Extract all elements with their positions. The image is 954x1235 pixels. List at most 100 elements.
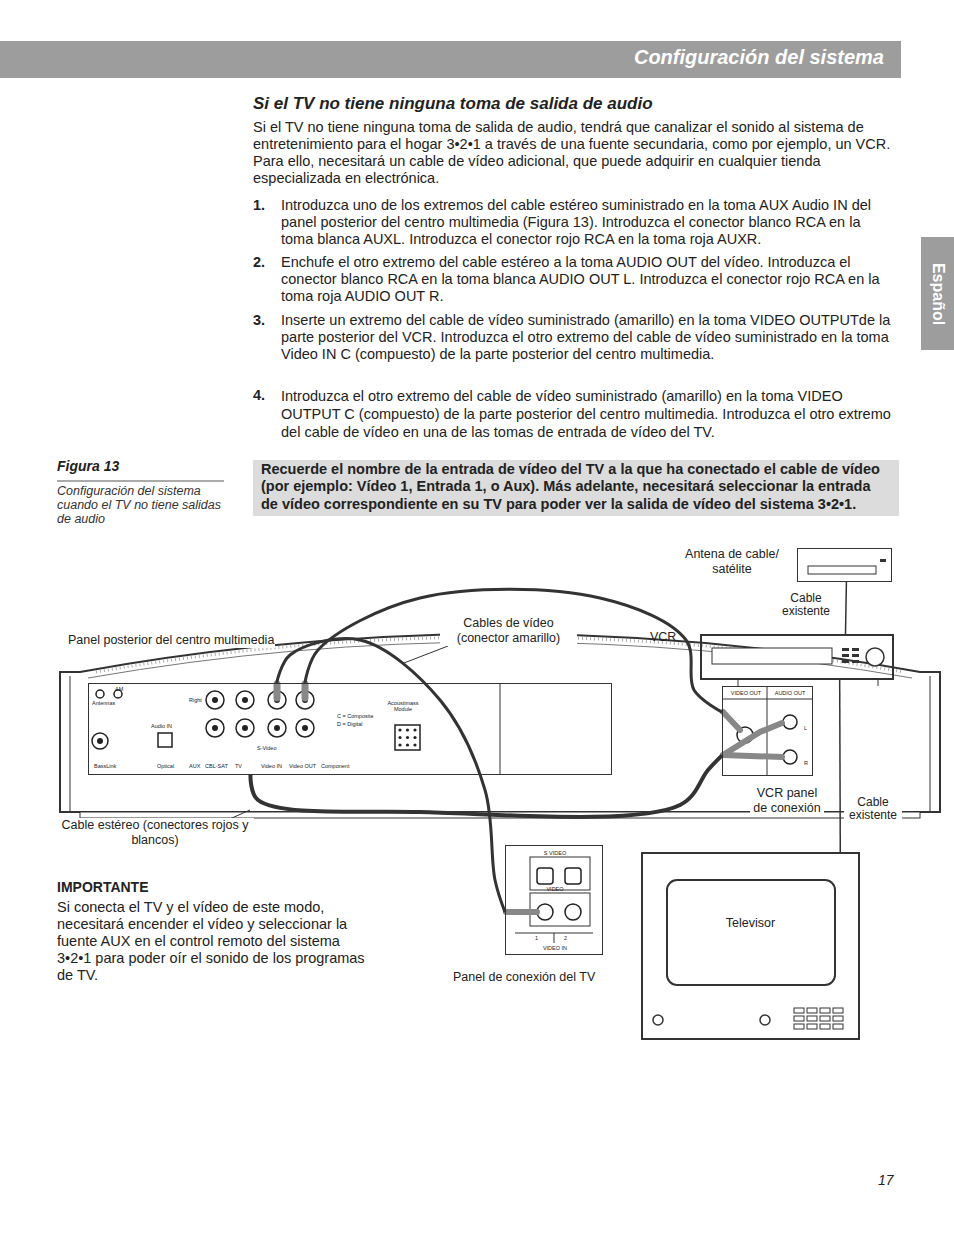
drawing-stroke [395,725,420,750]
tv-buttons [794,1008,843,1029]
cable-connector [839,680,841,852]
connector-pins [398,728,416,746]
text-label: Enchufe el otro extremo del cable estére… [281,254,895,305]
drawing-stroke [852,648,859,651]
drawing-stroke [783,715,797,729]
drawing-stroke [236,691,254,709]
drawing-stroke [723,723,782,755]
drawing-stroke [242,725,248,731]
drawing-stroke [406,743,409,746]
drawing-stroke [158,733,172,747]
drawing-stroke [723,712,740,730]
text-label: 1. [253,197,265,214]
note-band: Recuerde el nombre de la entrada de víde… [253,460,899,516]
node-text: 1 [535,936,538,942]
edge-label: Cable existente [844,796,902,822]
node-text: Video OUT [289,764,316,770]
text-label: Panel posterior del centro multimedia [67,633,275,648]
text-label: Si conecta el TV y el vídeo de este modo… [57,899,377,984]
drawing-stroke [842,660,849,663]
drawing-stroke [296,719,314,737]
node-text: Antena de cable/ satélite [674,547,790,577]
drawing-stroke [820,1016,830,1021]
antenna-led [880,559,886,562]
drawing-stroke [794,1016,804,1021]
drawing-stroke [807,1008,817,1013]
drawing-stroke [206,691,224,709]
cable-connector [305,589,722,712]
cable-connector [250,755,722,817]
node-text: S-Video [257,746,276,752]
node-text: CBL-SAT [205,764,228,770]
node-text: VIDEO OUT [725,691,767,697]
tv-screen [667,880,835,985]
drawing-stroke [723,755,782,757]
node-text: D = Digital [337,722,363,728]
text-label: IMPORTANTE [57,879,149,896]
caption-rule [57,481,224,482]
page-title: Configuración del sistema [0,46,884,69]
panel-divider [554,933,555,943]
node-text: S VIDEO [530,851,580,857]
drawing-stroke [565,904,581,920]
drawing-stroke [413,736,416,739]
edge-label: Cable existente [775,592,837,618]
node-text: Video IN [261,764,282,770]
drawing-stroke [206,719,224,737]
drawing-stroke [242,697,248,703]
text-label: Si el TV no tiene ninguna toma de salida… [253,119,893,187]
drawing-stroke [398,743,401,746]
drawing-stroke [565,868,581,884]
jacks [92,690,420,750]
node-text: AUDIO OUT [769,691,811,697]
drawing-stroke [398,736,401,739]
drawing-stroke [833,1016,843,1021]
video-plugs [277,684,305,698]
text-label: Introduzca el otro extremo del cable de … [281,387,895,441]
language-tab: Español [921,237,954,350]
text-label: Figura 13 [57,458,119,475]
vcr-foot [878,680,879,686]
drawing-stroke [833,1008,843,1013]
drawing-stroke [820,1008,830,1013]
drawing-stroke [212,725,218,731]
drawing-stroke [96,690,104,698]
node-text: AUX [189,764,200,770]
svideo-frame [530,857,590,890]
cable-connector [277,639,505,912]
drawing-stroke [820,1024,830,1029]
panel-divider [500,683,501,775]
tv-knob [760,1015,770,1025]
node-text: VIDEO IN [530,946,580,952]
drawing-stroke [783,750,797,764]
jack-centers [97,697,308,744]
vcr-panel: VIDEO OUTAUDIO OUTLR [722,686,813,776]
drawing-stroke [794,1024,804,1029]
node-text: Acoustimass Module [386,701,420,712]
node-text: 2 [564,936,567,942]
vcr-box: VCR [700,634,894,680]
drawing-stroke [413,743,416,746]
text-label: Si el TV no tiene ninguna toma de salida… [253,94,898,114]
text-label: Panel de conexión del TV [452,970,596,985]
drawing-stroke [268,719,286,737]
text-label: Introduzca uno de los extremos del cable… [281,197,895,248]
drawing-stroke [794,1008,804,1013]
node-text: Antennas [92,701,115,707]
drawing-stroke [852,654,859,657]
panel-divider [722,699,813,700]
drawing-stroke [406,736,409,739]
rear-panel: AntennasAMRightAudio INBassLinkOpticalAU… [88,683,612,775]
television-box: Televisor [641,852,860,1040]
drawing-stroke [842,648,849,651]
drawing-stroke [236,719,254,737]
housing-edge [930,676,931,812]
text-label: 17 [878,1172,894,1189]
tv-knob [653,1015,663,1025]
node-text: Recuerde el nombre de la entrada de víde… [261,461,891,513]
video-frame [530,893,590,926]
housing-edge [70,676,71,812]
vcr-knob [866,648,884,666]
node-text: VIDEO [530,887,580,893]
